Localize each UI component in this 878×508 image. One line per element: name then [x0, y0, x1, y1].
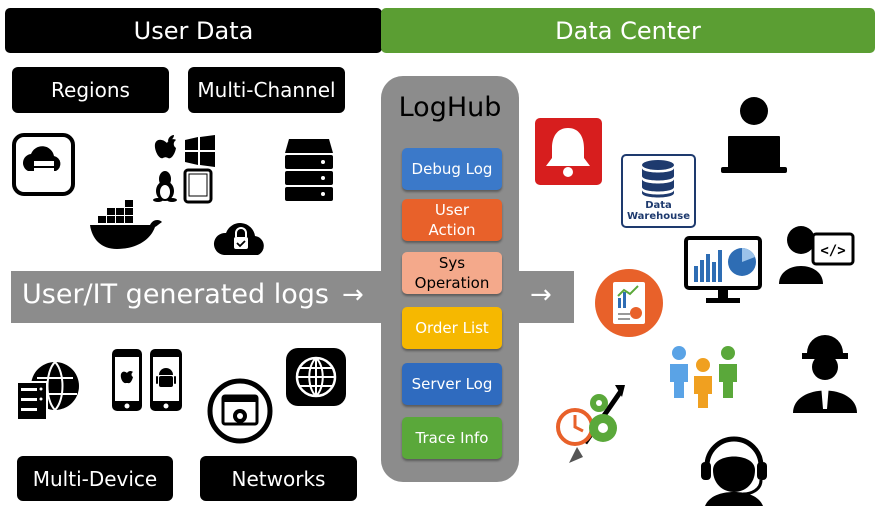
- developer-icon: </>: [779, 226, 855, 284]
- server-log-label: Server Log: [411, 375, 493, 393]
- multi-device-label: Multi-Device: [17, 456, 173, 501]
- arrow-right-icon: →: [530, 280, 552, 310]
- sys-operation-label: Sys Operation: [414, 254, 490, 292]
- multi-channel-label: Multi-Channel: [188, 67, 345, 113]
- dashboard-monitor-icon: [684, 236, 762, 303]
- cloud-server-icon: [12, 133, 75, 196]
- networks-label: Networks: [200, 456, 357, 501]
- sys-operation-item: Sys Operation: [402, 252, 502, 294]
- order-list-item: Order List: [402, 307, 502, 349]
- svg-text:</>: </>: [820, 243, 845, 259]
- data-warehouse-line2: Warehouse: [627, 211, 690, 222]
- gears-clock-icon: [556, 385, 625, 463]
- data-warehouse-label: Data Warehouse: [621, 200, 696, 222]
- debug-log-label: Debug Log: [411, 160, 493, 178]
- support-agent-icon: [701, 436, 767, 506]
- loghub-title: LogHub: [398, 92, 502, 123]
- network-server-globe-icon: [16, 361, 79, 421]
- apple-icon: [154, 135, 176, 159]
- log-flow-label: User/IT generated logs: [22, 279, 329, 310]
- report-icon: [595, 269, 663, 337]
- gear-window-icon: [207, 378, 273, 444]
- arrow-right-icon: →: [342, 280, 364, 310]
- iphone-icon: [112, 349, 142, 411]
- team-icon: [670, 346, 737, 408]
- alarm-bell-icon: [535, 118, 602, 185]
- server-log-item: Server Log: [402, 363, 502, 405]
- server-stack-icon: [285, 139, 333, 201]
- user-action-label: User Action: [428, 201, 476, 239]
- cloud-lock-icon: [213, 223, 264, 255]
- database-icon: [642, 160, 674, 198]
- windows-icon: [185, 135, 215, 167]
- linux-icon: [153, 171, 177, 202]
- trace-info-item: Trace Info: [402, 417, 502, 459]
- data-warehouse-line1: Data: [645, 200, 672, 211]
- docker-icon: [90, 200, 162, 249]
- debug-log-item: Debug Log: [402, 148, 502, 190]
- engineer-icon: [793, 335, 857, 413]
- globe-icon: [286, 348, 346, 406]
- user-action-item: User Action: [402, 199, 502, 241]
- order-list-label: Order List: [415, 319, 489, 337]
- laptop-user-icon: [721, 97, 787, 173]
- user-data-header: User Data: [5, 8, 382, 53]
- android-phone-icon: [150, 349, 182, 411]
- tablet-icon: [183, 168, 213, 204]
- regions-label: Regions: [12, 67, 169, 113]
- trace-info-label: Trace Info: [415, 429, 489, 447]
- data-center-header: Data Center: [381, 8, 875, 53]
